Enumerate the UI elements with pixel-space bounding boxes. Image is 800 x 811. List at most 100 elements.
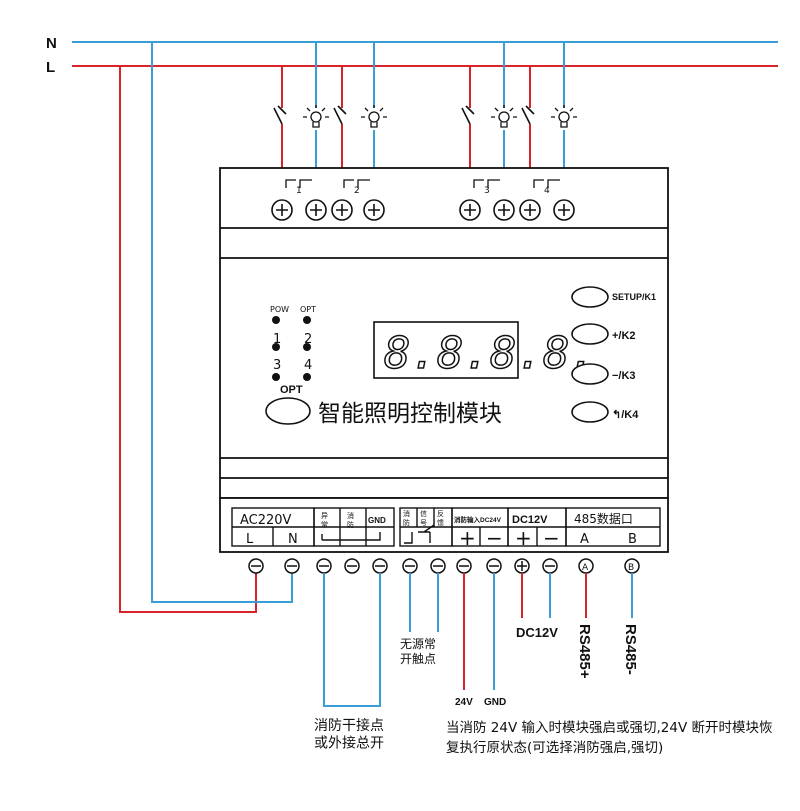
screw-terminal[interactable] (493, 199, 515, 221)
lightbulb-icon (551, 105, 577, 128)
screw-terminal[interactable] (519, 199, 541, 221)
status-leds (272, 316, 311, 381)
gnd-terminal-label: GND (368, 516, 386, 525)
dc12-plus: + (515, 526, 532, 550)
no-contact-symbol (404, 524, 435, 544)
screw-terminal[interactable] (486, 558, 502, 574)
fire-contact-wire (323, 573, 381, 707)
lightbulb-icon (361, 105, 387, 128)
feedback-label-a: 消防 (403, 509, 410, 527)
terminal-b-mark: B (628, 563, 634, 573)
abnormal-label: 异常 (321, 512, 328, 529)
switch-icon (461, 105, 475, 125)
terminal-label-grid (231, 507, 661, 547)
top-terminals (271, 199, 575, 221)
screw-terminal[interactable] (331, 199, 353, 221)
label-24v: 24V (455, 697, 473, 708)
switch-icons (273, 105, 535, 125)
screw-terminal[interactable] (271, 199, 293, 221)
label-rs485-plus: RS485+ (576, 624, 593, 679)
label-dc12v: DC12V (516, 625, 558, 640)
contact-symbol (321, 532, 381, 541)
screw-terminal[interactable] (344, 558, 360, 574)
k4-back-button[interactable] (571, 401, 609, 423)
fire24-label: 消防输入DC24V (454, 515, 502, 524)
key-buttons (571, 286, 609, 423)
opt-button[interactable] (265, 397, 311, 425)
dc12-minus: − (543, 526, 560, 550)
a-terminal-label: A (580, 532, 589, 547)
screw-terminal[interactable] (456, 558, 472, 574)
k2-plus-button[interactable] (571, 323, 609, 345)
no-contact-label: 无源常开触点 (400, 637, 436, 666)
k1-setup-button[interactable] (571, 286, 609, 308)
n-line-label: N (46, 35, 57, 52)
screw-terminal[interactable] (459, 199, 481, 221)
ch1-led (272, 343, 280, 351)
no-contact-wire (409, 573, 439, 632)
opt-led (303, 316, 311, 324)
feedback-label-c: 反馈 (437, 509, 444, 527)
channel-label-3: 3 (484, 186, 490, 196)
bottom-terminals (248, 558, 640, 574)
pow-led-label: POW (270, 305, 289, 314)
screw-terminal[interactable] (363, 199, 385, 221)
ch4-led (303, 373, 311, 381)
n-terminal-label: N (288, 532, 298, 547)
screw-terminal[interactable] (305, 199, 327, 221)
channel-label-1: 1 (296, 186, 302, 196)
k3-label: −/K3 (612, 370, 636, 382)
feedback-label-b: 信号 (420, 509, 427, 527)
ch3-led (272, 373, 280, 381)
fire24-plus: + (459, 526, 476, 550)
lightbulb-icon (303, 105, 329, 128)
b-terminal-label: B (628, 532, 637, 547)
screw-terminal[interactable] (514, 558, 530, 574)
pow-led (272, 316, 280, 324)
k4-label: ↰/K4 (612, 409, 639, 421)
channel-label-4: 4 (544, 186, 550, 196)
led-label-3: 3 (273, 358, 281, 373)
relay-markers (285, 179, 560, 188)
k3-minus-button[interactable] (571, 363, 609, 385)
fire-label: 消防 (347, 511, 354, 529)
screw-terminal[interactable] (248, 558, 264, 574)
rs485-port-label: 485数据口 (574, 511, 633, 526)
display-digits: 8.8.8.8. (384, 328, 596, 379)
terminal-a-mark: A (582, 563, 589, 573)
dc12v-terminal-label: DC12V (512, 514, 548, 526)
screw-terminal[interactable] (542, 558, 558, 574)
label-rs485-minus: RS485- (622, 624, 639, 675)
label-gnd: GND (484, 697, 506, 708)
channel-label-2: 2 (354, 186, 360, 196)
screw-terminal[interactable] (316, 558, 332, 574)
led-label-2: 2 (304, 332, 312, 347)
lamp-icons (303, 105, 577, 128)
l-line-label: L (46, 59, 55, 76)
screw-terminal[interactable] (284, 558, 300, 574)
opt-led-label: OPT (300, 305, 316, 314)
seven-segment-display (373, 321, 519, 379)
screw-terminal[interactable] (372, 558, 388, 574)
lightbulb-icon (491, 105, 517, 128)
led-label-1: 1 (273, 332, 281, 347)
screw-terminal[interactable] (553, 199, 575, 221)
neutral-feed-wire (151, 42, 293, 603)
fire24-minus: − (486, 526, 503, 550)
l-terminal-label: L (246, 532, 254, 547)
screw-terminal[interactable] (402, 558, 418, 574)
fire-contact-label: 消防干接点或外接总开 (314, 717, 384, 752)
switch-icon (521, 105, 535, 125)
ac220v-label: AC220V (240, 513, 292, 528)
screw-terminal[interactable] (430, 558, 446, 574)
live-feed-wire (119, 66, 257, 613)
bottom-wiring (323, 573, 633, 707)
k2-label: +/K2 (612, 330, 636, 342)
opt-button-label: OPT (280, 384, 303, 396)
switch-icon (333, 105, 347, 125)
led-label-4: 4 (304, 358, 312, 373)
k1-label: SETUP/K1 (612, 292, 656, 302)
ch2-led (303, 343, 311, 351)
fire-input-note: 当消防 24V 输入时模块强启或强切,24V 断开时模块恢复执行原状态(可选择消… (446, 720, 773, 756)
